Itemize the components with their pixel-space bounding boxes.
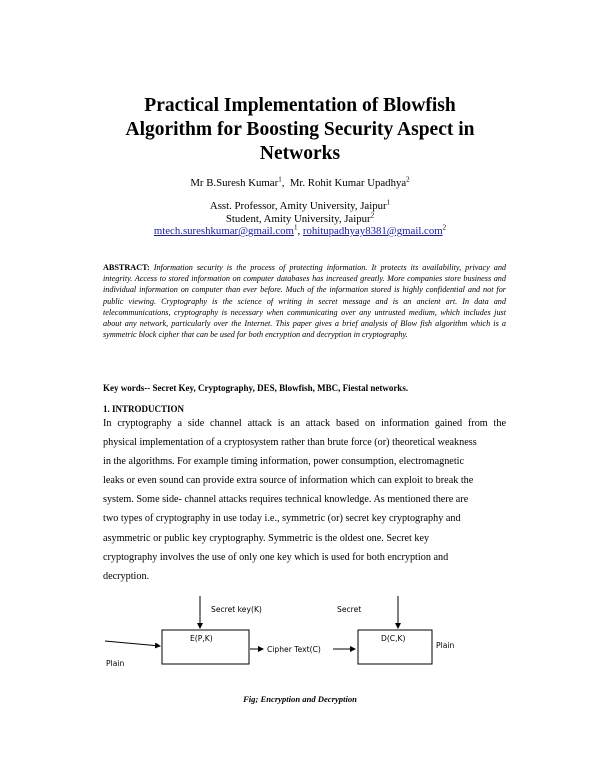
intro-line: physical implementation of a cryptosyste… xyxy=(103,437,477,449)
plain-left-label: Plain xyxy=(106,659,124,668)
affiliation-1-text: Asst. Professor, Amity University, Jaipu… xyxy=(209,200,387,212)
author-sup-2: 2 xyxy=(406,175,410,184)
affiliation-2-sup: 2 xyxy=(370,210,375,219)
intro-line: decryption. xyxy=(103,570,150,582)
author-name-1: Mr B.Suresh Kumar xyxy=(190,177,279,189)
email-link-1[interactable]: mtech.sureshkumar@gmail.com xyxy=(153,225,294,237)
intro-line: two types of cryptography in use today i… xyxy=(103,513,461,525)
affiliation-1: Asst. Professor, Amity University, Jaipu… xyxy=(0,198,600,213)
title-line-1: Practical Implementation of Blowfish xyxy=(144,95,456,116)
email-sup-1: 1 xyxy=(293,223,298,232)
intro-line: cryptography involves the use of only on… xyxy=(103,551,449,563)
intro-line: system. Some side- channel attacks requi… xyxy=(103,494,469,506)
encryption-diagram: Secret key(K) Secret E(P,K) D(C,K) Plain… xyxy=(104,596,454,668)
affiliations: Asst. Professor, Amity University, Jaipu… xyxy=(0,198,600,238)
email-sup-2: 2 xyxy=(442,223,447,232)
plaintext-input-arrow xyxy=(104,640,161,649)
intro-line: asymmetric or public key cryptography. S… xyxy=(103,532,430,544)
abstract: ABSTRACT: Information security is the pr… xyxy=(103,262,506,340)
author-separator: , xyxy=(281,177,290,189)
abstract-label: ABSTRACT: xyxy=(103,263,150,272)
decrypt-box-label: D(C,K) xyxy=(381,634,406,643)
email-separator: , xyxy=(297,225,303,237)
author-sup-1: 1 xyxy=(278,175,282,184)
abstract-text: Information security is the process of p… xyxy=(103,263,507,340)
email-link-2[interactable]: rohitupadhyay8381@gmail.com xyxy=(302,225,443,237)
keywords: Key words-- Secret Key, Cryptography, DE… xyxy=(103,383,409,393)
secret-key-label: Secret key(K) xyxy=(211,605,262,614)
intro-line: in the algorithms. For example timing in… xyxy=(103,456,465,468)
section-heading: 1. INTRODUCTION xyxy=(103,404,185,414)
affiliation-2-text: Student, Amity University, Jaipur xyxy=(225,212,371,225)
author-list: Mr B.Suresh Kumar1, Mr. Rohit Kumar Upad… xyxy=(0,176,600,190)
intro-line: leaks or even sound can provide extra so… xyxy=(103,475,474,487)
paper-title: Practical Implementation of Blowfish Alg… xyxy=(60,94,540,166)
affiliation-2: Student, Amity University, Jaipur2 xyxy=(0,210,600,226)
intro-line: In cryptography a side channel attack is… xyxy=(103,418,506,429)
affiliation-1-sup: 1 xyxy=(386,198,391,207)
secret-label: Secret xyxy=(337,605,361,614)
author-name-2: Mr. Rohit Kumar Upadhya xyxy=(289,177,407,189)
intro-paragraph: In cryptography a side channel attack is… xyxy=(103,414,506,586)
cipher-text-label: Cipher Text(C) xyxy=(267,645,321,654)
figure-caption: Fig; Encryption and Decryption xyxy=(243,694,357,704)
email-line: mtech.sureshkumar@gmail.com1, rohitupadh… xyxy=(0,223,600,238)
encrypt-box xyxy=(161,629,250,665)
title-line-2: Algorithm for Boosting Security Aspect i… xyxy=(125,119,475,140)
plain-right-label: Plain xyxy=(436,641,454,650)
decrypt-box xyxy=(357,629,433,665)
encrypt-box-label: E(P,K) xyxy=(190,634,213,643)
title-line-3: Networks xyxy=(259,143,341,164)
